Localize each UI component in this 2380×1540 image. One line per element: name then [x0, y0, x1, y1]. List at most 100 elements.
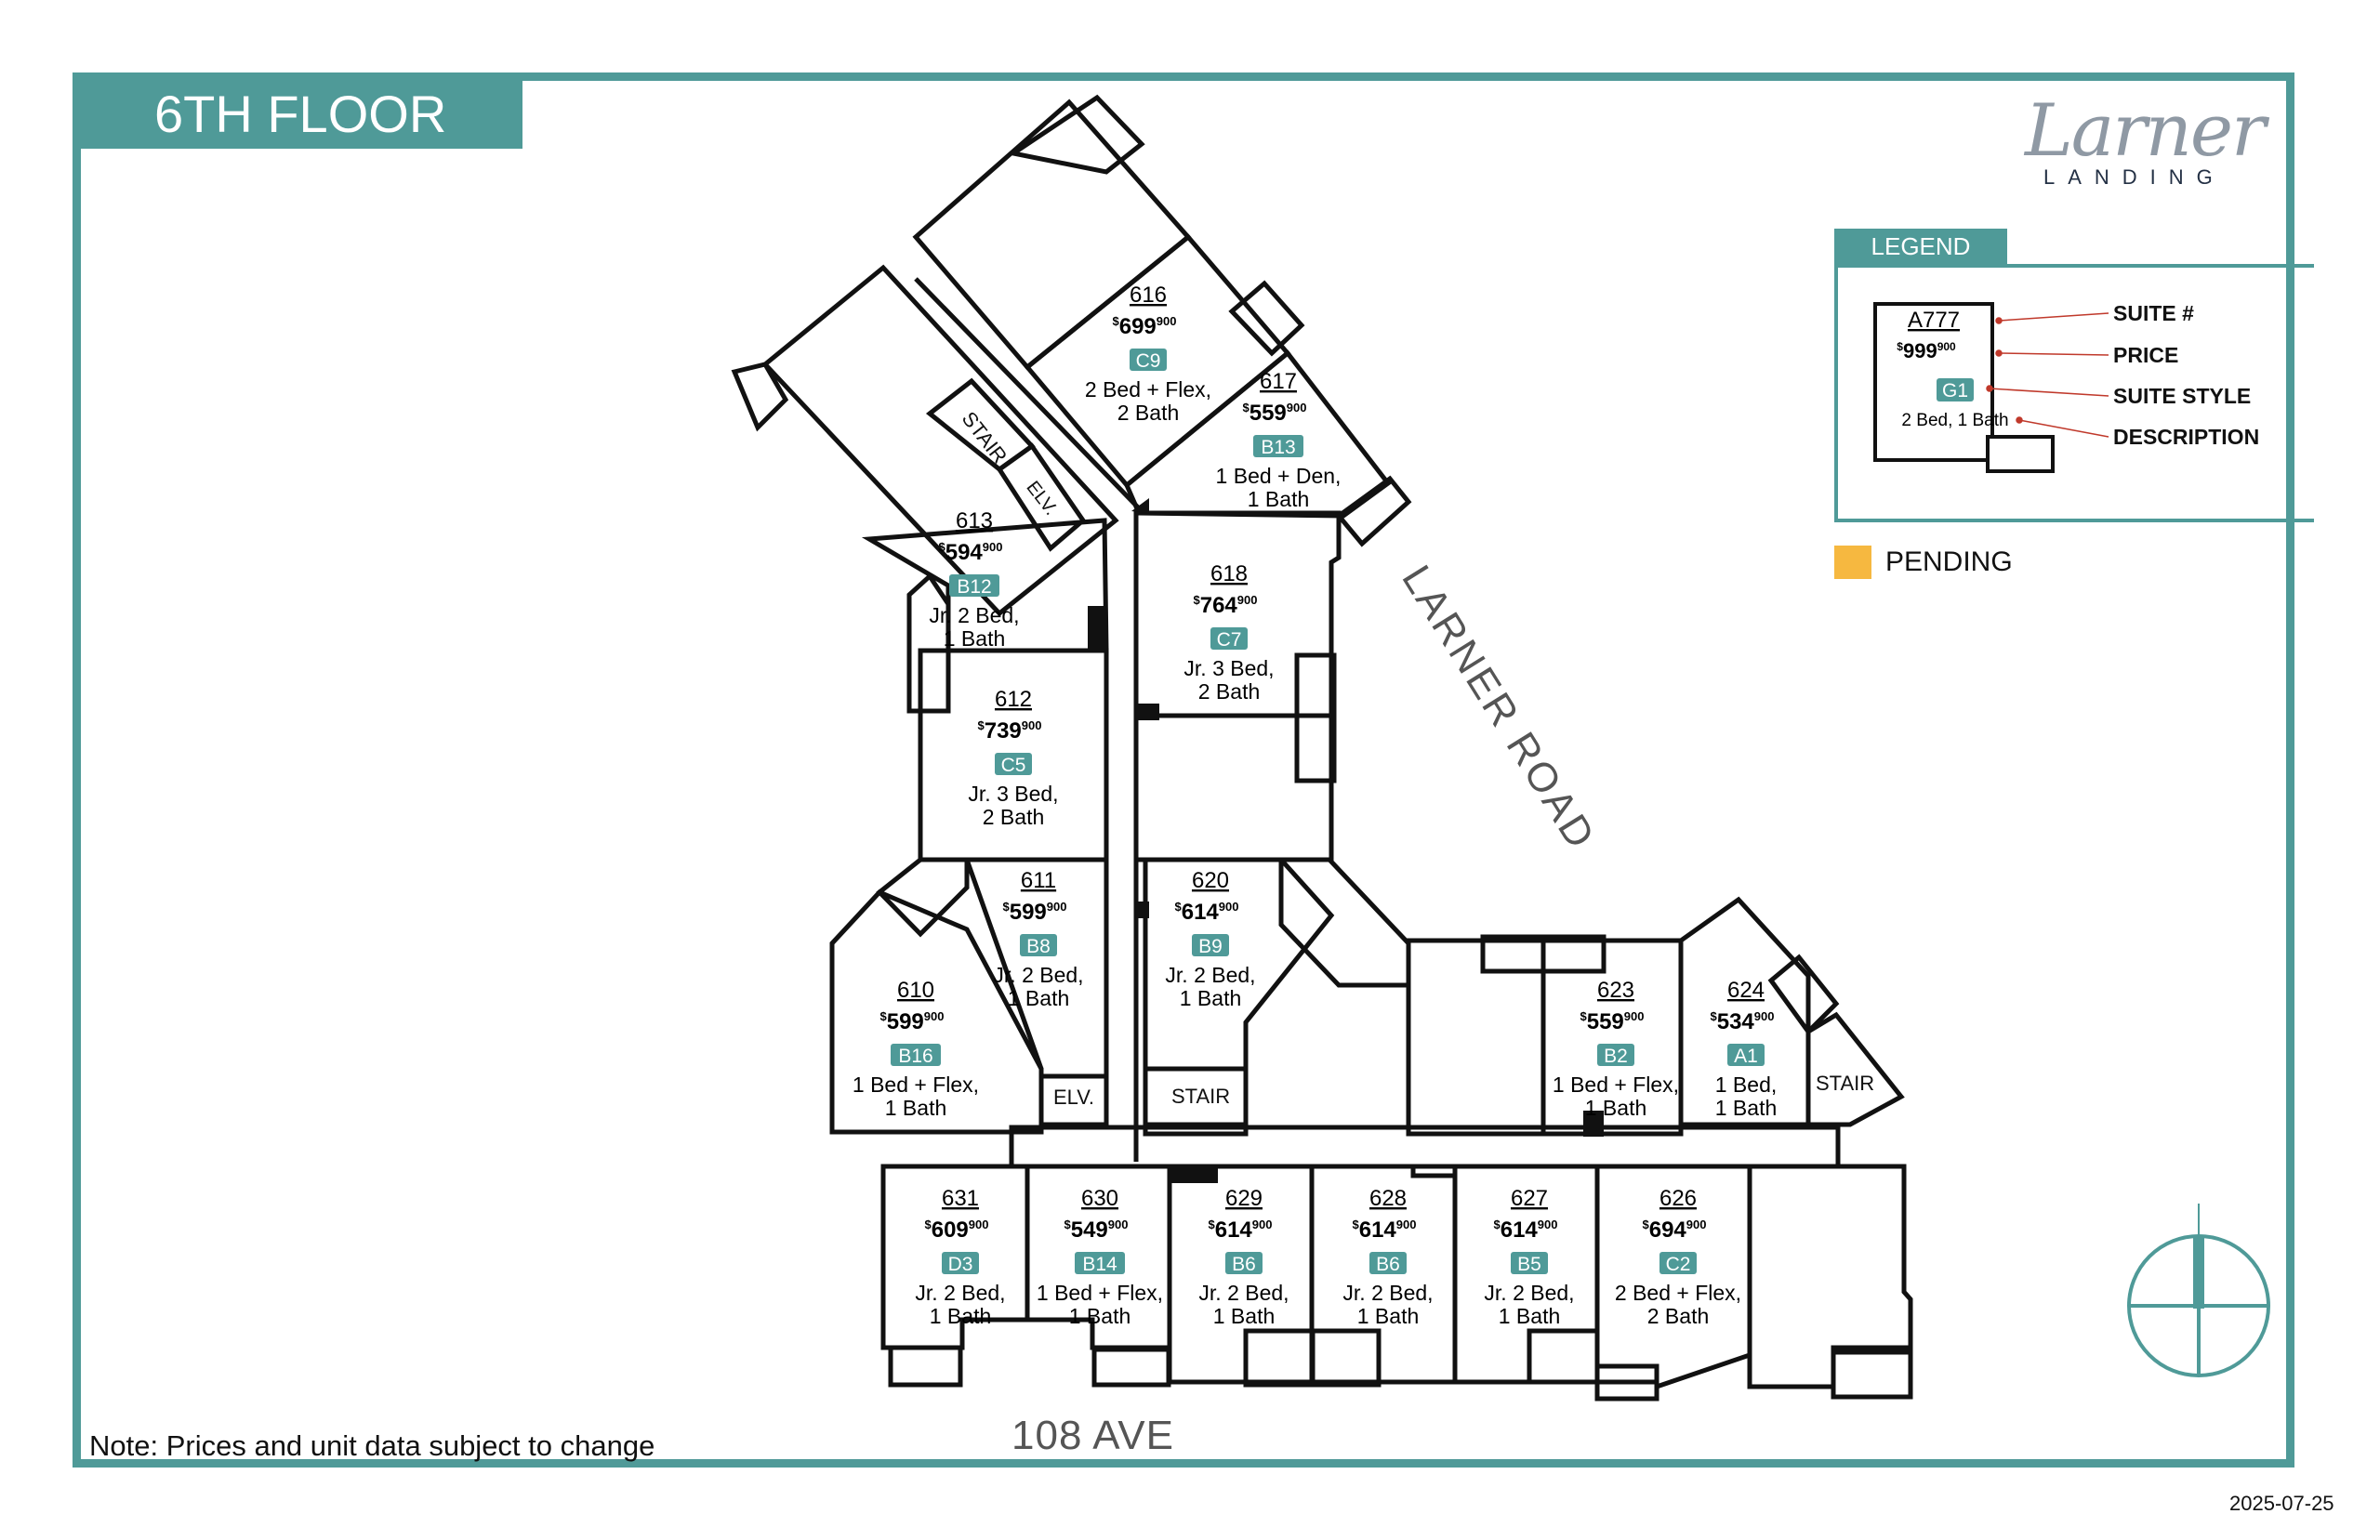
- unit-price: $599900: [880, 1009, 945, 1034]
- unit-number: 628: [1369, 1186, 1407, 1211]
- suite-style: B13: [1261, 437, 1295, 458]
- unit-number: 630: [1081, 1186, 1118, 1211]
- unit-number: 631: [942, 1186, 979, 1211]
- corridor-wall: [914, 277, 1144, 513]
- unit-price: $559900: [1243, 401, 1307, 426]
- suite-style-badge: [1511, 1252, 1548, 1274]
- unit-description: 1 Bed + Flex,: [1553, 1073, 1679, 1097]
- disclaimer-note: Note: Prices and unit data subject to ch…: [89, 1429, 655, 1462]
- unit-number: 612: [995, 687, 1032, 712]
- suite-style-badge: [891, 1044, 941, 1066]
- suite-style-badge: [1727, 1044, 1765, 1066]
- unit-description: 1 Bath: [1008, 986, 1070, 1010]
- suite-style-badge: [1253, 435, 1303, 457]
- unit-number: 610: [897, 978, 934, 1003]
- legend-style: G1: [1942, 380, 1968, 401]
- legend-suite: A777: [1908, 308, 1960, 333]
- page-frame: [73, 72, 2294, 1468]
- unit-description: 2 Bath: [983, 805, 1045, 829]
- shaft: [1583, 1111, 1604, 1137]
- shaft: [1171, 1166, 1218, 1183]
- unit-price: $559900: [1580, 1009, 1645, 1034]
- unit-description: Jr. 2 Bed,: [929, 603, 1019, 627]
- suite-style: D3: [948, 1254, 973, 1275]
- elv-label: ELV.: [1053, 1086, 1095, 1109]
- floor-banner: 6TH FLOOR: [80, 80, 522, 149]
- street-108-ave: 108 AVE: [1012, 1413, 1174, 1458]
- stair-box-right: [1805, 1011, 1905, 1127]
- logo-script: Larner: [2025, 89, 2266, 173]
- unit-price: $549900: [1064, 1218, 1129, 1243]
- suite-style: B14: [1082, 1254, 1117, 1275]
- suite-style-badge: [1020, 934, 1057, 956]
- shaft: [1136, 902, 1149, 918]
- unit-price: $739900: [978, 718, 1042, 744]
- unit-description: Jr. 2 Bed,: [915, 1281, 1005, 1305]
- suite-style-badge: [1225, 1252, 1263, 1274]
- legend-key-suite: SUITE #: [2113, 301, 2194, 325]
- unit-description: 1 Bed,: [1715, 1073, 1778, 1097]
- stair-label: STAIR: [1171, 1085, 1231, 1108]
- legend-price: $999900: [1897, 339, 1956, 362]
- suite-style: C5: [1001, 755, 1026, 776]
- legend-title: LEGEND: [1871, 232, 1971, 260]
- suite-style-badge: [1130, 349, 1167, 371]
- unit-number: 624: [1727, 978, 1765, 1003]
- balcony: [876, 857, 970, 938]
- unit-625-outline: [1747, 1164, 1913, 1389]
- suite-style-badge: [949, 574, 999, 597]
- suite-style-badge: [1597, 1044, 1634, 1066]
- unit-number: 623: [1597, 978, 1634, 1003]
- floor-title: 6TH FLOOR: [154, 85, 447, 143]
- unit-price: $614900: [1494, 1218, 1558, 1243]
- legend-key-style: SUITE STYLE: [2113, 384, 2252, 408]
- unit-description: Jr. 3 Bed,: [1183, 656, 1274, 680]
- unit-description: Jr. 3 Bed,: [968, 782, 1058, 806]
- unit-description: 1 Bath: [944, 626, 1006, 651]
- suite-style-badge: [1075, 1252, 1125, 1274]
- legend-key-description: DESCRIPTION: [2113, 425, 2260, 449]
- balcony: [1831, 1349, 1913, 1400]
- unit-price: $764900: [1194, 593, 1258, 618]
- unit-price: $534900: [1711, 1009, 1775, 1034]
- unit-description: 1 Bath: [1499, 1304, 1561, 1328]
- unit-number: 618: [1210, 561, 1248, 586]
- date-stamp: 2025-07-25: [2229, 1492, 2334, 1515]
- unit-number: 613: [956, 508, 993, 533]
- shaft: [1088, 606, 1104, 652]
- legend-sample-balcony: [1986, 435, 2055, 473]
- shaft: [1131, 498, 1149, 513]
- suite-style: B2: [1604, 1046, 1628, 1067]
- unit-description: 1 Bath: [1357, 1304, 1420, 1328]
- elv-box-lower: [1038, 1073, 1109, 1127]
- balcony: [888, 1345, 963, 1388]
- unit-description: 1 Bath: [1213, 1304, 1276, 1328]
- legend-style-badge: [1937, 378, 1974, 401]
- legend-description: 2 Bed, 1 Bath: [1901, 411, 2008, 430]
- wing-upper-left: [761, 264, 1119, 617]
- suite-style: C2: [1666, 1254, 1691, 1275]
- stair-box-lower: [1143, 1066, 1249, 1127]
- unit-price: $614900: [1175, 900, 1239, 925]
- legend-sample-unit: [1873, 302, 1994, 462]
- logo-sub: LANDING: [2043, 165, 2226, 189]
- unit-price: $599900: [1003, 900, 1067, 925]
